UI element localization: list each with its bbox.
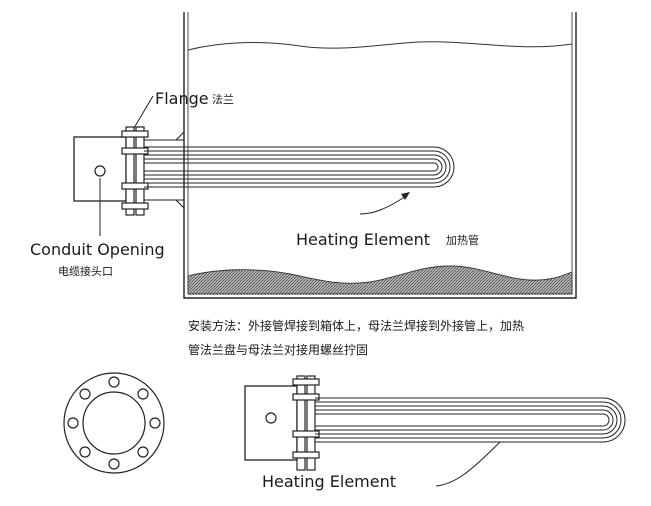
flange bbox=[121, 126, 149, 216]
conduit-opening-hole bbox=[94, 165, 106, 177]
bolt-hole bbox=[79, 446, 91, 458]
flange-label-cn: 法兰 bbox=[212, 92, 234, 106]
conduit-opening-label: Conduit Opening bbox=[30, 240, 165, 259]
heating-element-label-bottom: Heating Element bbox=[262, 472, 396, 491]
install-note-line1: 安装方法：外接管焊接到箱体上，母法兰焊接到外接管上，加热 bbox=[188, 318, 524, 333]
conduit-opening-label-cn: 电缆接头口 bbox=[58, 265, 113, 278]
bolt-hole bbox=[149, 417, 161, 429]
bolt-hole bbox=[137, 388, 149, 400]
flange-leader bbox=[133, 95, 154, 129]
heating-leader bbox=[359, 195, 407, 215]
heating-leader-arrow bbox=[401, 192, 410, 200]
bolt-hole bbox=[108, 376, 120, 388]
bolt-hole bbox=[137, 446, 149, 458]
heating-element-label: Heating Element bbox=[296, 230, 430, 249]
heating-leader-bottom bbox=[435, 441, 501, 487]
bolt-hole bbox=[67, 417, 79, 429]
heating-element-label-cn: 加热管 bbox=[446, 233, 479, 247]
sediment bbox=[187, 265, 573, 295]
flange-label: Flange bbox=[155, 89, 209, 108]
install-note-line2: 管法兰盘与母法兰对接用螺丝拧固 bbox=[188, 342, 368, 357]
leader-lines bbox=[99, 95, 407, 236]
outer-pipe bbox=[144, 131, 185, 209]
heater-side-view bbox=[244, 375, 626, 487]
bolt-hole bbox=[108, 458, 120, 470]
liquid-surface bbox=[187, 41, 573, 51]
conduit-opening-hole-small bbox=[265, 412, 277, 424]
flange-front-view bbox=[63, 372, 165, 474]
heating-element-tubes bbox=[144, 146, 455, 188]
bolt-hole bbox=[79, 388, 91, 400]
